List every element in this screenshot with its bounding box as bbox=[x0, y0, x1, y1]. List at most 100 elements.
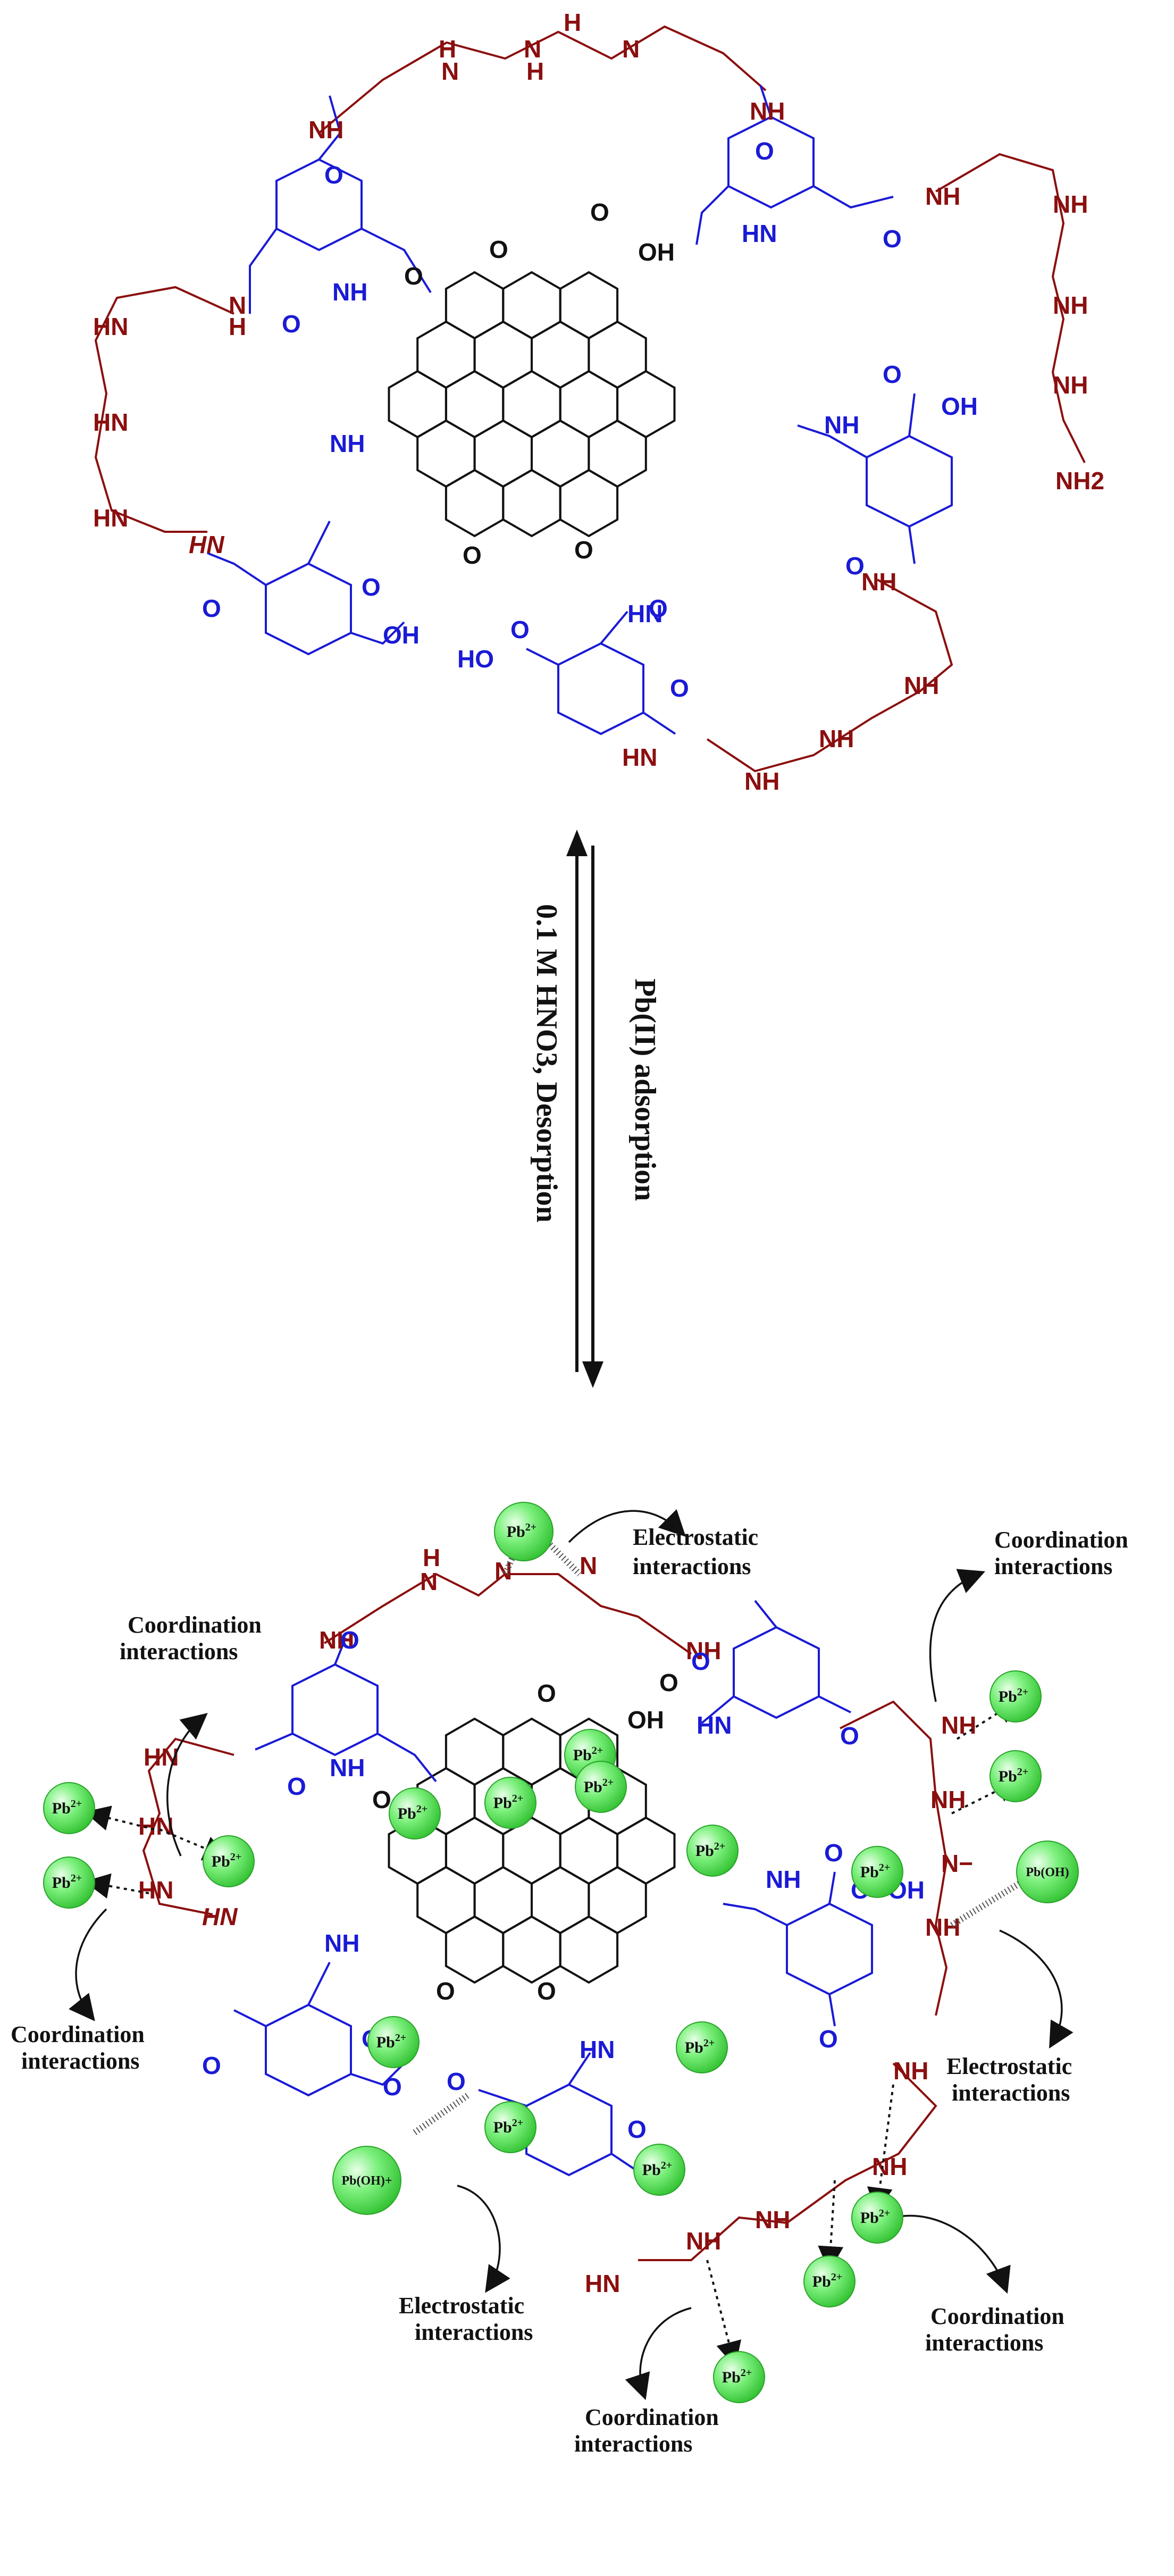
svg-text:HN: HN bbox=[202, 1903, 238, 1930]
bottom-graphene-core bbox=[388, 1717, 676, 1984]
pb-ion-charge: 2+ bbox=[592, 1745, 603, 1757]
svg-text:H: H bbox=[229, 313, 246, 340]
svg-text:H: H bbox=[439, 35, 456, 63]
core-ring bbox=[559, 271, 619, 340]
svg-text:O: O bbox=[819, 2025, 838, 2053]
svg-text:O: O bbox=[436, 1977, 455, 2005]
pb-ion-charge: 2+ bbox=[714, 1841, 725, 1852]
adsorption-label: Pb(II) adsorption bbox=[628, 978, 661, 1201]
svg-text:NH: NH bbox=[308, 116, 343, 144]
top-labels-red: H H N N H N NH NH NH NH NH NH NH2 N H HN… bbox=[93, 9, 1104, 795]
svg-text:O: O bbox=[590, 198, 609, 226]
pb-ion-sphere bbox=[389, 1787, 441, 1839]
pb-ion-charge: 2+ bbox=[661, 2160, 672, 2171]
svg-text:NH: NH bbox=[925, 1913, 960, 1941]
coordination-left-line2: interactions bbox=[120, 1638, 238, 1665]
svg-text:OH: OH bbox=[638, 238, 675, 266]
core-ring bbox=[531, 419, 590, 488]
pb-ion-sphere bbox=[803, 2255, 856, 2307]
pb-ion-label: Pb2+ bbox=[685, 2037, 715, 2056]
pb-ion-charge: 2+ bbox=[1017, 1766, 1028, 1778]
svg-text:OH: OH bbox=[941, 392, 978, 420]
svg-text:H: H bbox=[564, 9, 581, 36]
annotation-texts: Electrostatic interactions Coordination … bbox=[11, 1524, 1128, 2457]
top-graphene-core bbox=[388, 271, 676, 538]
electrostatic-right-line1: Electrostatic bbox=[946, 2053, 1072, 2079]
pb-ion-charge: 2+ bbox=[71, 1872, 82, 1884]
svg-text:OH: OH bbox=[383, 621, 420, 649]
core-ring bbox=[588, 1866, 647, 1935]
svg-text:NH: NH bbox=[766, 1866, 801, 1893]
core-ring bbox=[388, 370, 447, 439]
svg-text:O: O bbox=[324, 161, 343, 189]
svg-text:O: O bbox=[883, 225, 902, 253]
top-labels-black: O O OH O O O bbox=[404, 198, 675, 569]
svg-text:N: N bbox=[580, 1552, 597, 1579]
core-ring bbox=[416, 320, 476, 389]
arrow-down-head bbox=[582, 1361, 603, 1388]
top-structure: H H N N H N NH NH NH NH NH NH NH2 N H HN… bbox=[93, 9, 1104, 795]
electrostatic-top-line2: interactions bbox=[633, 1553, 751, 1579]
svg-text:O: O bbox=[510, 616, 530, 643]
pb-ion-charge: 2+ bbox=[71, 1798, 82, 1810]
bottom-labels-black: O OH O O O O bbox=[372, 1669, 678, 2005]
svg-text:O: O bbox=[845, 552, 865, 580]
pb-ion-sphere bbox=[851, 1846, 903, 1898]
svg-text:O: O bbox=[202, 595, 221, 622]
svg-text:NH: NH bbox=[1053, 291, 1088, 319]
svg-text:NH: NH bbox=[324, 1929, 359, 1957]
pb-ion-sphere bbox=[686, 1825, 739, 1877]
core-ring bbox=[559, 1816, 619, 1885]
core-ring bbox=[502, 271, 561, 340]
pb-oh-ion-bottom: Pb(OH)+ bbox=[332, 2146, 401, 2215]
svg-text:NH: NH bbox=[319, 1626, 354, 1654]
svg-text:NH: NH bbox=[686, 1637, 721, 1665]
pb-ion-label: Pb2+ bbox=[507, 1521, 536, 1541]
core-ring bbox=[502, 370, 561, 439]
core-ring bbox=[445, 1915, 505, 1984]
pb-ion-charge: 2+ bbox=[525, 1521, 536, 1533]
core-ring bbox=[616, 1816, 676, 1885]
svg-text:HN: HN bbox=[622, 743, 657, 771]
core-ring bbox=[416, 1866, 476, 1935]
svg-text:O: O bbox=[537, 1679, 556, 1707]
core-ring bbox=[445, 370, 505, 439]
svg-text:O: O bbox=[537, 1977, 556, 2005]
pb-ion-sphere bbox=[575, 1761, 627, 1813]
pb-ion-sphere bbox=[713, 2351, 765, 2403]
core-ring bbox=[473, 1866, 533, 1935]
svg-text:N: N bbox=[622, 35, 640, 63]
svg-text:NH: NH bbox=[330, 1754, 365, 1782]
svg-text:HN: HN bbox=[138, 1876, 173, 1904]
svg-text:O: O bbox=[755, 137, 774, 165]
svg-text:O: O bbox=[463, 541, 482, 569]
core-ring bbox=[531, 320, 590, 389]
pb-ion-sphere bbox=[676, 2021, 728, 2073]
svg-text:NH: NH bbox=[893, 2057, 928, 2085]
coordination-bottom-line2: interactions bbox=[574, 2431, 692, 2457]
pb-ion-sphere bbox=[43, 1782, 95, 1834]
svg-text:N−: N− bbox=[941, 1850, 973, 1877]
svg-text:O: O bbox=[691, 1647, 710, 1675]
svg-text:NH2: NH2 bbox=[1055, 467, 1104, 495]
svg-text:O: O bbox=[824, 1839, 843, 1867]
pb-ion-charge: 2+ bbox=[512, 1793, 523, 1804]
core-ring bbox=[416, 419, 476, 488]
svg-text:O: O bbox=[383, 2073, 402, 2101]
svg-text:O: O bbox=[489, 236, 508, 263]
svg-text:O: O bbox=[447, 2068, 466, 2095]
bottom-aromatic-linkers bbox=[233, 1600, 873, 2177]
core-ring bbox=[616, 370, 676, 439]
bottom-structure: N N H N NH NH NH NH N− NH HN HN HN HN NH… bbox=[11, 1502, 1128, 2457]
pb-ion-sphere bbox=[484, 1777, 536, 1829]
svg-text:NH: NH bbox=[861, 568, 896, 596]
pb-ion-label: Pb2+ bbox=[584, 1777, 614, 1796]
svg-text:NH: NH bbox=[332, 278, 367, 306]
pb-ion-label: Pb2+ bbox=[999, 1766, 1028, 1785]
svg-text:O: O bbox=[574, 536, 593, 564]
svg-text:HN: HN bbox=[580, 2036, 615, 2063]
svg-text:HN: HN bbox=[93, 504, 128, 532]
core-ring bbox=[559, 370, 619, 439]
coordination-left-bottom-line1: Coordination bbox=[11, 2021, 145, 2047]
pb-oh-label: Pb(OH) bbox=[1026, 1866, 1069, 1879]
